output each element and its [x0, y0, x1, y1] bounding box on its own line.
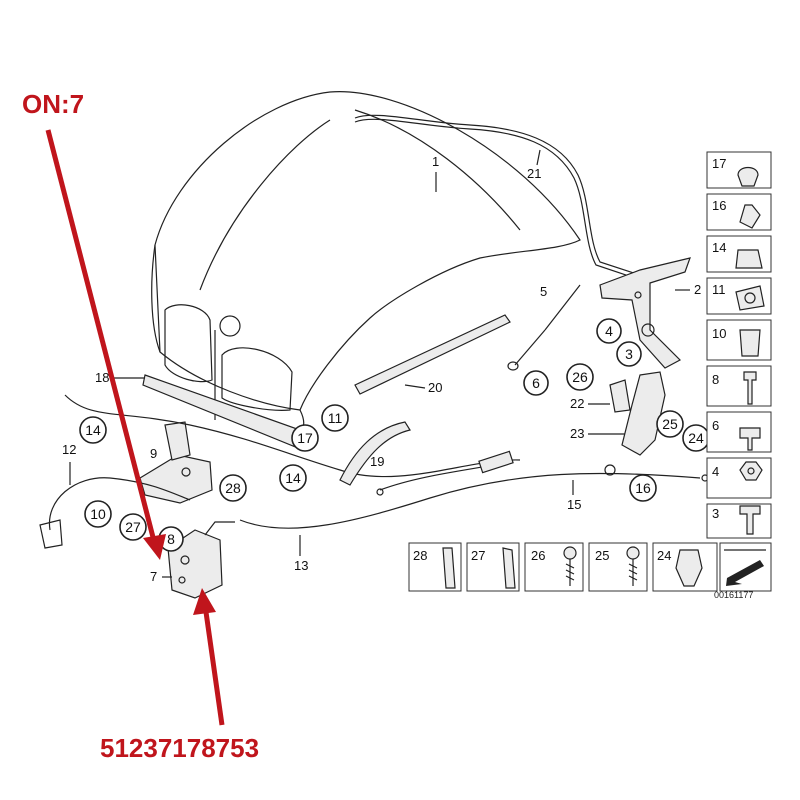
clip-27-icon: [502, 547, 516, 589]
label-18: 18: [95, 370, 109, 385]
svg-text:24: 24: [688, 430, 704, 446]
part-col-2: 14: [712, 240, 726, 255]
annotation-arrow-top: [45, 129, 158, 546]
callout-25: 25: [656, 410, 684, 438]
screw-3-icon: [739, 505, 761, 535]
svg-text:4: 4: [605, 323, 613, 339]
part-col-7: 4: [712, 464, 719, 479]
label-13: 13: [294, 558, 308, 573]
annotation-arrowhead-top: [143, 534, 166, 560]
callouts: 4 3 6 26 25 24 16 11 17 14 14 28 10 27 8: [79, 318, 710, 552]
callout-26: 26: [566, 363, 594, 391]
part-row-4: 24: [657, 548, 671, 563]
screw-26-icon: [565, 559, 575, 586]
svg-text:11: 11: [328, 410, 343, 426]
part-row-3: 25: [595, 548, 609, 563]
svg-text:28: 28: [225, 480, 241, 496]
callout-14-right: 14: [279, 464, 307, 492]
part-col-0: 17: [712, 156, 726, 171]
svg-text:6: 6: [532, 375, 540, 391]
clip-14-icon: [735, 249, 763, 269]
label-9: 9: [150, 446, 157, 461]
part-col-5: 8: [712, 372, 719, 387]
label-15: 15: [567, 497, 581, 512]
annotation-top-text: ON:7: [22, 89, 84, 119]
bolt-8-icon: [743, 371, 757, 405]
svg-text:16: 16: [635, 480, 651, 496]
label-2: 2: [694, 282, 701, 297]
diagram-code: 00161177: [714, 590, 753, 600]
support-rod: [354, 114, 641, 276]
part-col-1: 16: [712, 198, 726, 213]
release-cables: [39, 394, 709, 549]
svg-text:3: 3: [625, 346, 633, 362]
part-col-6: 6: [712, 418, 719, 433]
label-12: 12: [62, 442, 76, 457]
hood-hinge: [599, 257, 691, 369]
lower-hinge: [609, 371, 666, 456]
parts-column: 17 16 14 11 10 8 6 4 3: [706, 151, 772, 539]
label-19: 19: [370, 454, 384, 469]
callout-6: 6: [523, 370, 549, 396]
svg-text:26: 26: [572, 369, 588, 385]
label-1: 1: [432, 154, 439, 169]
label-21: 21: [527, 166, 541, 181]
svg-text:17: 17: [297, 430, 313, 446]
svg-text:8: 8: [167, 531, 175, 547]
label-23: 23: [570, 426, 584, 441]
parts-row: 28 27 26 25 24 00161177: [408, 542, 772, 600]
screw-25-icon: [628, 559, 638, 586]
nut-4-icon: [739, 461, 763, 481]
callout-3: 3: [616, 341, 642, 367]
gas-strut: [507, 284, 581, 371]
clip-17-icon: [737, 166, 759, 187]
label-22: 22: [570, 396, 584, 411]
bolt-6-icon: [739, 427, 761, 451]
svg-text:14: 14: [285, 470, 301, 486]
part-row-2: 26: [531, 548, 545, 563]
callout-17: 17: [291, 424, 319, 452]
label-20: 20: [428, 380, 442, 395]
plain-labels: 1 21 2 5 20 18 22 23 9 12 19 15 13 7: [62, 149, 701, 584]
callout-11: 11: [321, 404, 349, 432]
callout-28: 28: [219, 474, 247, 502]
hood-latch: [167, 521, 235, 599]
clip-24-icon: [675, 549, 703, 587]
clip-28-icon: [442, 547, 456, 589]
callout-4: 4: [596, 318, 622, 344]
label-5: 5: [540, 284, 547, 299]
hood-seal: [354, 314, 511, 395]
callout-14-left: 14: [79, 416, 107, 444]
grommet-11-icon: [735, 285, 765, 311]
hood: [151, 91, 581, 431]
callout-16: 16: [629, 474, 657, 502]
svg-text:14: 14: [85, 422, 101, 438]
label-7: 7: [150, 569, 157, 584]
side-strip: [339, 421, 411, 486]
bumper-10-icon: [739, 329, 761, 357]
part-col-4: 10: [712, 326, 726, 341]
clip-16-icon: [739, 204, 761, 229]
annotation-bottom-text: 51237178753: [100, 733, 259, 763]
latch-bracket: [139, 421, 213, 504]
part-row-0: 28: [413, 548, 427, 563]
direction-arrow-icon: [726, 560, 764, 586]
part-col-3: 11: [712, 282, 726, 297]
callout-27: 27: [119, 513, 147, 541]
annotation-arrowhead-bottom: [193, 588, 216, 615]
annotations: ON:7 51237178753: [22, 89, 259, 763]
part-row-1: 27: [471, 548, 485, 563]
svg-text:10: 10: [90, 506, 106, 522]
part-col-8: 3: [712, 506, 719, 521]
callout-24: 24: [682, 424, 710, 452]
svg-text:25: 25: [662, 416, 678, 432]
svg-text:27: 27: [125, 519, 141, 535]
annotation-arrow-bottom: [202, 604, 225, 726]
callout-10: 10: [84, 500, 112, 528]
